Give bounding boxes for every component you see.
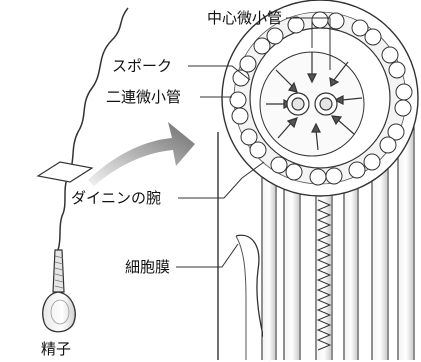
dynein-arm-label: ダイニンの腕 (71, 191, 161, 206)
sperm-label: 精子 (41, 342, 71, 357)
central-microtubule-label: 中心微小管 (207, 11, 282, 26)
sperm-midpiece (53, 250, 64, 292)
doublet-microtubule-label: 二連微小管 (106, 90, 181, 105)
section-plane (38, 162, 92, 182)
axoneme-cylinder (218, 0, 421, 360)
sperm-tail (58, 8, 128, 250)
sperm-head (43, 292, 75, 332)
spoke-label: スポーク (112, 59, 172, 74)
cell-membrane-label: 細胞膜 (125, 260, 170, 275)
zoom-arrow (88, 122, 195, 186)
